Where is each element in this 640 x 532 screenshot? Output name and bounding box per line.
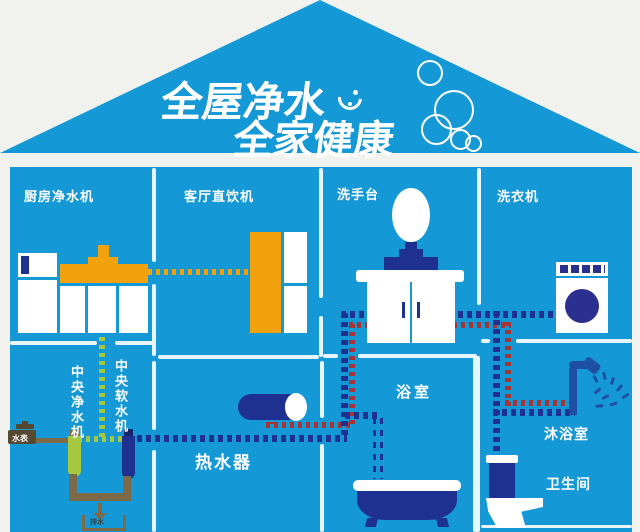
wall-line xyxy=(473,356,480,532)
line-hot-down-right xyxy=(505,322,511,406)
wall-line xyxy=(158,355,319,359)
bathtub-rim xyxy=(353,480,461,491)
toilet-lid xyxy=(486,455,518,463)
bathtub-foot xyxy=(364,518,379,527)
drain-pipe xyxy=(123,476,131,501)
label-central-softener: 中央软水机 xyxy=(112,359,127,434)
wall-line xyxy=(152,361,156,430)
line-hot-water-from-heater xyxy=(266,422,354,428)
kitchen-faucet-icon xyxy=(98,245,109,265)
page-title-line2: 全家健康 xyxy=(230,118,397,164)
shower-pipe xyxy=(569,368,577,415)
label-water-heater: 热水器 xyxy=(195,453,252,473)
drain-arrowhead-icon xyxy=(93,513,107,520)
kitchen-faucet-base xyxy=(88,257,118,265)
label-central-purifier: 中央净水机 xyxy=(68,365,83,440)
mirror-icon xyxy=(392,188,430,242)
washer-buttons-icon xyxy=(560,265,605,273)
line-cold-down-right xyxy=(493,311,500,457)
wall-line xyxy=(477,168,481,305)
inlet-pipe xyxy=(36,438,70,443)
living-cabinet-bottom-icon xyxy=(284,286,307,333)
washer-door-icon xyxy=(565,289,599,323)
basin-sink-icon xyxy=(384,257,438,271)
cabinet-handle-icon xyxy=(417,302,420,318)
kitchen-cabinet-icon xyxy=(60,286,85,333)
drain-label: 排水 xyxy=(90,518,104,526)
bubble-icon xyxy=(465,135,482,152)
toilet-tank-icon xyxy=(489,462,515,499)
room-label-living: 客厅直饮机 xyxy=(184,190,255,205)
line-bathtub-drop xyxy=(373,418,376,479)
bubble-icon xyxy=(417,60,443,86)
wall-line xyxy=(152,168,156,262)
wall-line xyxy=(320,444,324,532)
wall-line xyxy=(152,450,156,532)
line-hot-riser xyxy=(349,324,355,424)
line-cold-riser xyxy=(341,313,348,439)
fridge-handle-icon xyxy=(21,256,29,274)
wall-line xyxy=(152,284,156,356)
purifier-cylinder-icon xyxy=(68,436,81,477)
water-meter-valve-icon xyxy=(16,424,34,429)
wall-line xyxy=(481,525,632,528)
drain-pipe xyxy=(69,493,131,501)
wall-line xyxy=(10,341,97,345)
water-meter-icon xyxy=(8,430,36,444)
wall-line xyxy=(319,316,323,357)
softener-cylinder-icon xyxy=(122,436,135,479)
fridge-body-icon xyxy=(18,280,57,333)
wall-line xyxy=(320,361,324,418)
water-heater-cap xyxy=(285,393,307,421)
water-meter-valve-icon xyxy=(22,421,28,425)
splash-dot-icon xyxy=(353,90,358,95)
basin-counter-icon xyxy=(356,270,464,282)
softener-cap xyxy=(124,429,133,437)
room-label-washbasin: 洗手台 xyxy=(337,188,380,203)
living-cabinet-top-icon xyxy=(284,232,307,283)
label-toilet: 卫生间 xyxy=(546,477,591,493)
wall-line xyxy=(516,339,632,343)
kitchen-cabinet-icon xyxy=(119,286,148,333)
line-bathtub-drop xyxy=(380,418,383,479)
line-purified-vertical xyxy=(99,337,105,437)
drain-bracket-icon xyxy=(82,515,126,531)
bathtub-icon xyxy=(357,491,457,520)
line-soft-water-main xyxy=(137,435,347,442)
line-purified-kitchen-to-dispenser xyxy=(148,269,250,275)
label-shower-room: 沐浴室 xyxy=(544,427,589,443)
room-label-laundry: 洗衣机 xyxy=(497,190,540,205)
room-label-kitchen: 厨房净水机 xyxy=(24,190,95,205)
wall-line xyxy=(115,341,154,345)
line-hot-to-shower xyxy=(505,400,567,406)
drain-arrow xyxy=(98,503,102,513)
basin-faucet-icon xyxy=(405,242,417,250)
wall-line xyxy=(323,354,338,358)
shower-arm xyxy=(569,361,590,369)
label-bathroom: 浴室 xyxy=(396,383,433,401)
line-purifier-to-softener xyxy=(78,436,124,442)
line-cold-to-shower xyxy=(493,409,575,416)
drain-pipe xyxy=(69,474,77,501)
wall-line xyxy=(319,168,323,298)
wall-line xyxy=(481,339,490,343)
wall-line xyxy=(358,354,477,358)
kitchen-cabinet-icon xyxy=(88,286,116,333)
purifier-cap xyxy=(70,430,79,437)
water-meter-label: 水表 xyxy=(12,434,28,443)
bubble-icon xyxy=(421,114,452,145)
basin-faucet-icon xyxy=(399,249,423,258)
splash-dot-icon xyxy=(348,102,352,106)
bubble-icon xyxy=(434,90,474,130)
water-dispenser-icon xyxy=(250,232,281,333)
cabinet-handle-icon xyxy=(402,302,405,318)
bathtub-foot xyxy=(435,518,450,527)
basin-cabinet-door-gap xyxy=(410,282,412,343)
line-bathtub-branch xyxy=(345,412,381,419)
kitchen-counter-icon xyxy=(60,264,148,283)
